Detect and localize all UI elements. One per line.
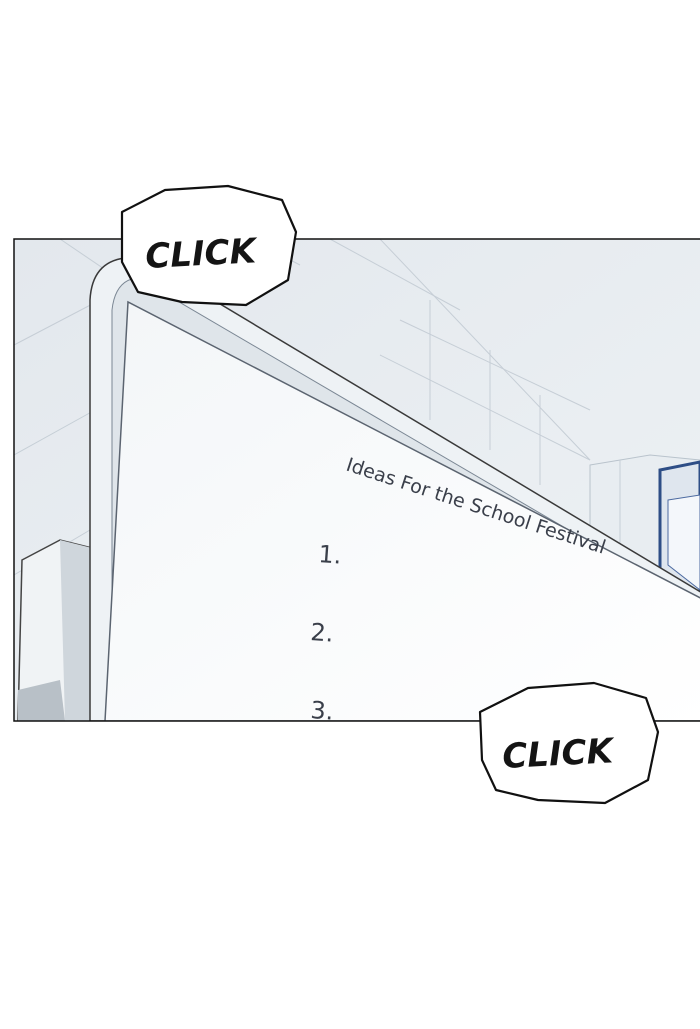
sfx-text-top: CLICK — [144, 231, 259, 277]
whiteboard-item-2: 2. — [310, 618, 335, 648]
panel-border — [13, 238, 700, 722]
whiteboard-item-1: 1. — [318, 540, 343, 570]
whiteboard-surface — [104, 300, 700, 721]
sfx-bubble-bottom: CLICK — [478, 681, 660, 805]
whiteboard-item-3: 3. — [310, 696, 335, 726]
sfx-bubble-top: CLICK — [120, 184, 298, 307]
sfx-text-bottom: CLICK — [501, 731, 616, 777]
panel-interior: Ideas For the School Festival 1. 2. 3. — [14, 239, 700, 726]
